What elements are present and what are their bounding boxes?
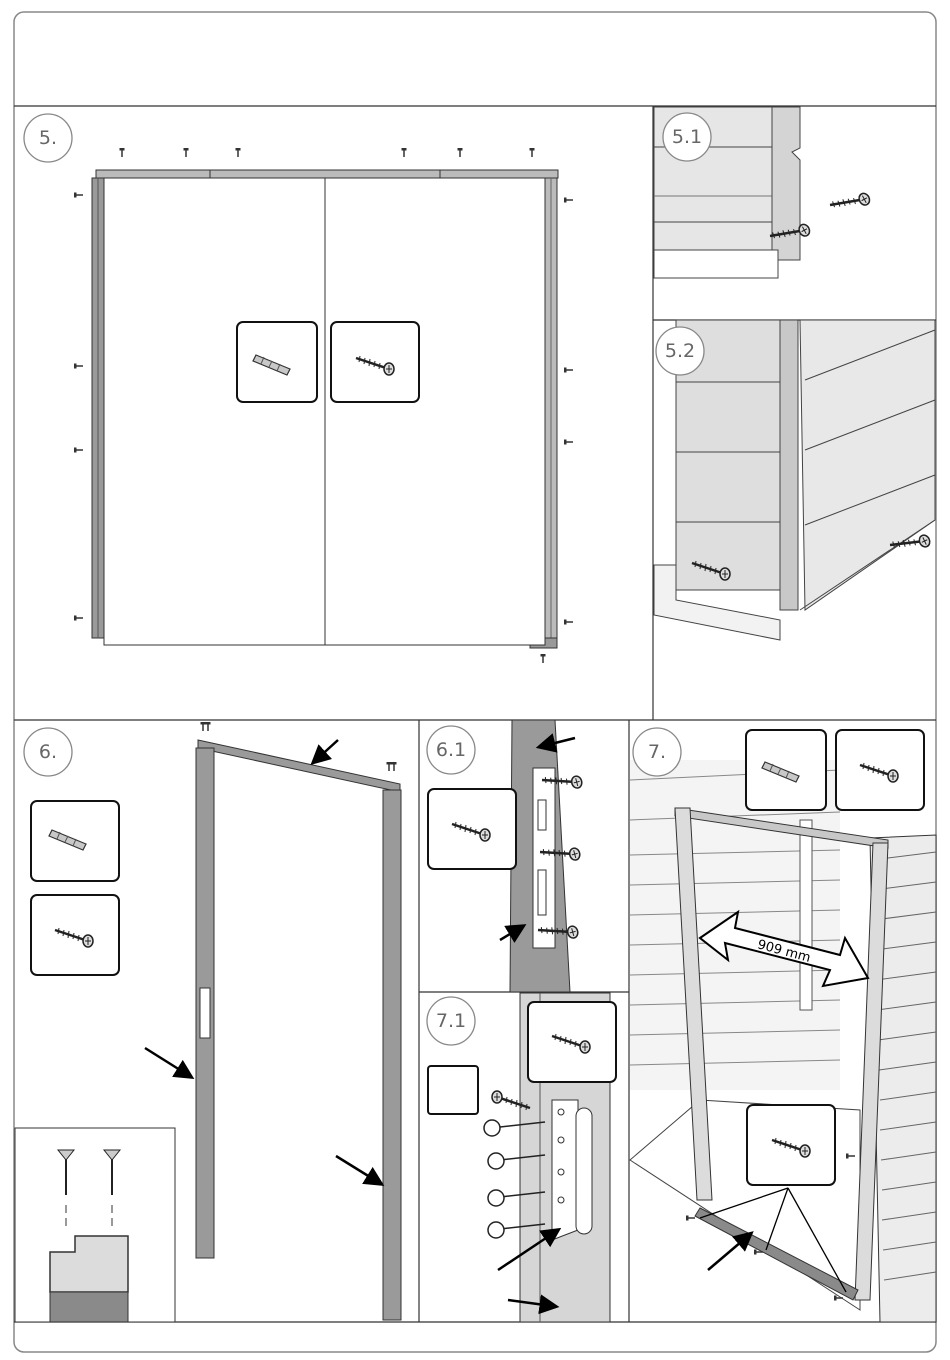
step-label-6-1: 6.1 [427, 726, 475, 774]
panel-5 [24, 114, 573, 663]
step-label-7: 7. [633, 728, 681, 776]
step-label-5-2: 5.2 [656, 327, 704, 375]
step-label-5: 5. [24, 114, 72, 162]
panel-6 [15, 722, 401, 1322]
step-label-6: 6. [24, 728, 72, 776]
step-label-5-1: 5.1 [663, 113, 711, 161]
step-label-7-1: 7.1 [427, 997, 475, 1045]
panel-7: 909 mm [630, 728, 936, 1322]
